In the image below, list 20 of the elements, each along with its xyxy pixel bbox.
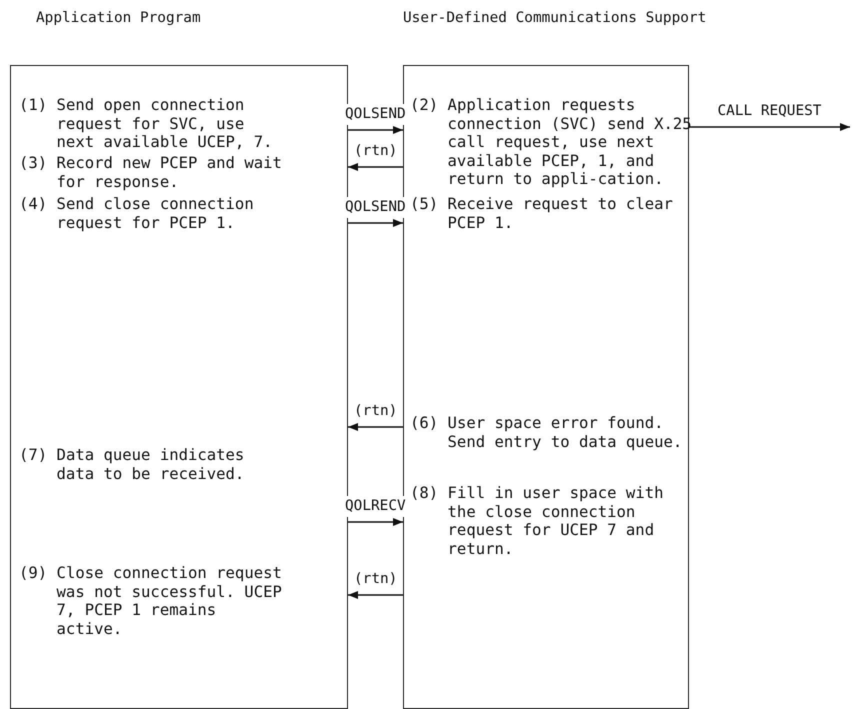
step-text: (9) Close connection request was not successful. UCEP 7, PCEP 1 remains active. xyxy=(19,564,282,638)
edge-label: QOLRECV xyxy=(343,496,408,517)
lane-heading: User-Defined Communications Support xyxy=(403,9,706,28)
lane-heading: Application Program xyxy=(36,9,201,28)
arrow xyxy=(348,423,403,431)
arrow xyxy=(348,219,403,227)
step-text: (7) Data queue indicates data to be received. xyxy=(19,446,246,483)
edge-label: QOLSEND xyxy=(343,104,408,125)
arrow xyxy=(689,123,850,131)
step-text: (8) Fill in user space with the close connection request for UCEP 7 and return. xyxy=(410,484,664,558)
arrow xyxy=(348,591,403,599)
step-text: (3) Record new PCEP and wait for response. xyxy=(19,154,282,191)
arrow xyxy=(348,518,403,526)
arrow xyxy=(348,126,403,134)
step-text: (6) User space error found. Send entry to data queue. xyxy=(410,414,684,451)
step-text: (4) Send close connection request for PCEP 1. xyxy=(19,195,255,232)
edge-label: QOLSEND xyxy=(343,197,408,218)
step-text: (5) Receive request to clear PCEP 1. xyxy=(410,195,674,232)
step-text: (1) Send open connection request for SVC, use next available UCEP, 7. xyxy=(19,96,274,152)
arrow xyxy=(348,163,403,171)
